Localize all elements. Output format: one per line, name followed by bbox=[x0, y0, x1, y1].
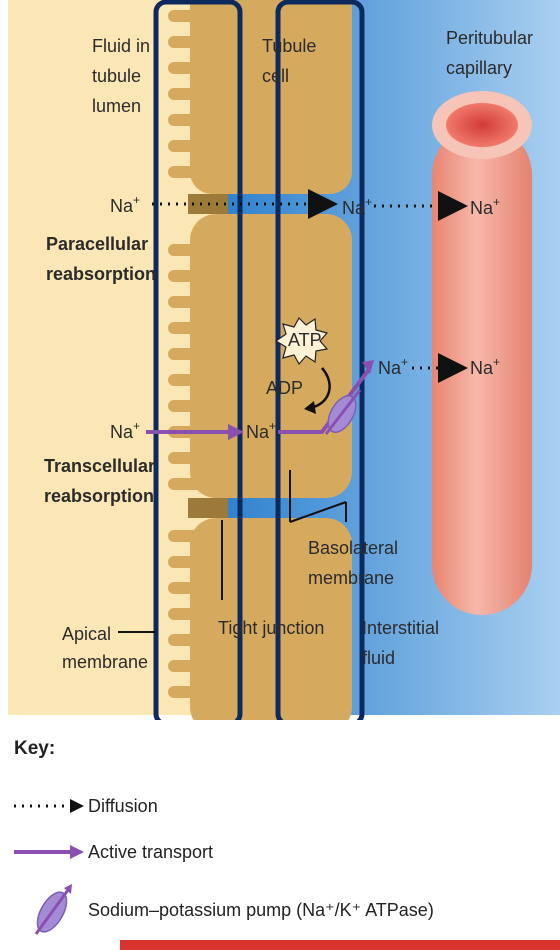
microvillus bbox=[168, 114, 208, 126]
legend-label-diffusion: Diffusion bbox=[88, 795, 158, 816]
label-transcellular-reabsorption: Transcellular reabsorption bbox=[44, 456, 160, 506]
tubule-cell-middle bbox=[190, 214, 352, 498]
na-ion-transcellular-cell: Na+ bbox=[246, 419, 276, 442]
microvillus bbox=[168, 582, 208, 594]
na-ion-transcellular-interstitial: Na+ bbox=[378, 355, 408, 378]
microvillus bbox=[168, 296, 208, 308]
diffusion-arrow-icon bbox=[14, 799, 84, 813]
microvillus bbox=[168, 686, 208, 698]
na-ion-transcellular-capillary: Na+ bbox=[470, 355, 500, 378]
na-ion-paracellular-lumen: Na+ bbox=[110, 193, 140, 216]
microvillus bbox=[168, 634, 208, 646]
atp-burst-icon bbox=[274, 317, 329, 366]
microvillus bbox=[168, 244, 208, 256]
label-apical-membrane: Apical membrane bbox=[62, 624, 148, 672]
microvillus bbox=[168, 88, 208, 100]
label-atp: ATP bbox=[288, 330, 322, 350]
microvillus bbox=[168, 478, 208, 490]
legend-title: Key: bbox=[14, 738, 56, 759]
apical-microvilli bbox=[168, 10, 208, 698]
na-ion-paracellular-interstitial: Na+ bbox=[342, 195, 372, 218]
label-interstitial-fluid: Interstitial fluid bbox=[362, 618, 444, 668]
microvillus bbox=[168, 166, 208, 178]
microvillus bbox=[168, 322, 208, 334]
peritubular-capillary bbox=[432, 125, 532, 615]
microvillus bbox=[168, 452, 208, 464]
label-paracellular-reabsorption: Paracellular reabsorption bbox=[46, 234, 156, 284]
label-basolateral-membrane: Basolateral membrane bbox=[308, 538, 403, 588]
label-adp: ADP bbox=[266, 378, 303, 398]
label-tight-junction: Tight junction bbox=[218, 618, 324, 638]
active-transport-arrow-icon bbox=[14, 845, 84, 859]
microvillus bbox=[168, 660, 208, 672]
na-ion-transcellular-lumen: Na+ bbox=[110, 419, 140, 442]
microvillus bbox=[168, 270, 208, 282]
footer-accent-bar bbox=[120, 940, 560, 950]
legend-label-active-transport: Active transport bbox=[88, 841, 214, 862]
highlight-box-basolateral bbox=[275, 0, 365, 720]
legend: Key: Diffusion Active transport bbox=[12, 738, 552, 938]
legend-item-pump: Sodium–potassium pump (Na⁺/K⁺ ATPase) bbox=[12, 882, 434, 938]
legend-item-diffusion: Diffusion bbox=[12, 788, 158, 824]
microvillus bbox=[168, 556, 208, 568]
sodium-potassium-pump-icon bbox=[34, 884, 72, 935]
na-ion-paracellular-capillary: Na+ bbox=[470, 195, 500, 218]
highlight-box-apical bbox=[153, 0, 243, 720]
microvillus bbox=[168, 374, 208, 386]
active-transport-basolateral bbox=[278, 366, 372, 434]
label-peritubular-capillary: Peritubular capillary bbox=[446, 28, 538, 78]
microvillus bbox=[168, 400, 208, 412]
microvillus bbox=[168, 608, 208, 620]
microvillus bbox=[168, 36, 208, 48]
microvillus bbox=[168, 348, 208, 360]
tubule-cell-bottom bbox=[190, 518, 352, 720]
legend-item-active-transport: Active transport bbox=[12, 834, 213, 870]
microvillus bbox=[168, 140, 208, 152]
label-fluid-in-tubule-lumen: Fluid in tubule lumen bbox=[92, 36, 155, 116]
microvillus bbox=[168, 530, 208, 542]
sodium-potassium-pump-icon bbox=[324, 389, 362, 435]
microvillus bbox=[168, 10, 208, 22]
tubule-cell-top bbox=[190, 0, 352, 194]
label-tubule-cell: Tubule cell bbox=[262, 36, 321, 86]
microvillus bbox=[168, 62, 208, 74]
capillary-lumen bbox=[446, 103, 518, 147]
legend-label-pump: Sodium–potassium pump (Na⁺/K⁺ ATPase) bbox=[88, 899, 434, 920]
nephron-reabsorption-diagram: Fluid in tubule lumen Tubule cell Peritu… bbox=[8, 0, 560, 720]
